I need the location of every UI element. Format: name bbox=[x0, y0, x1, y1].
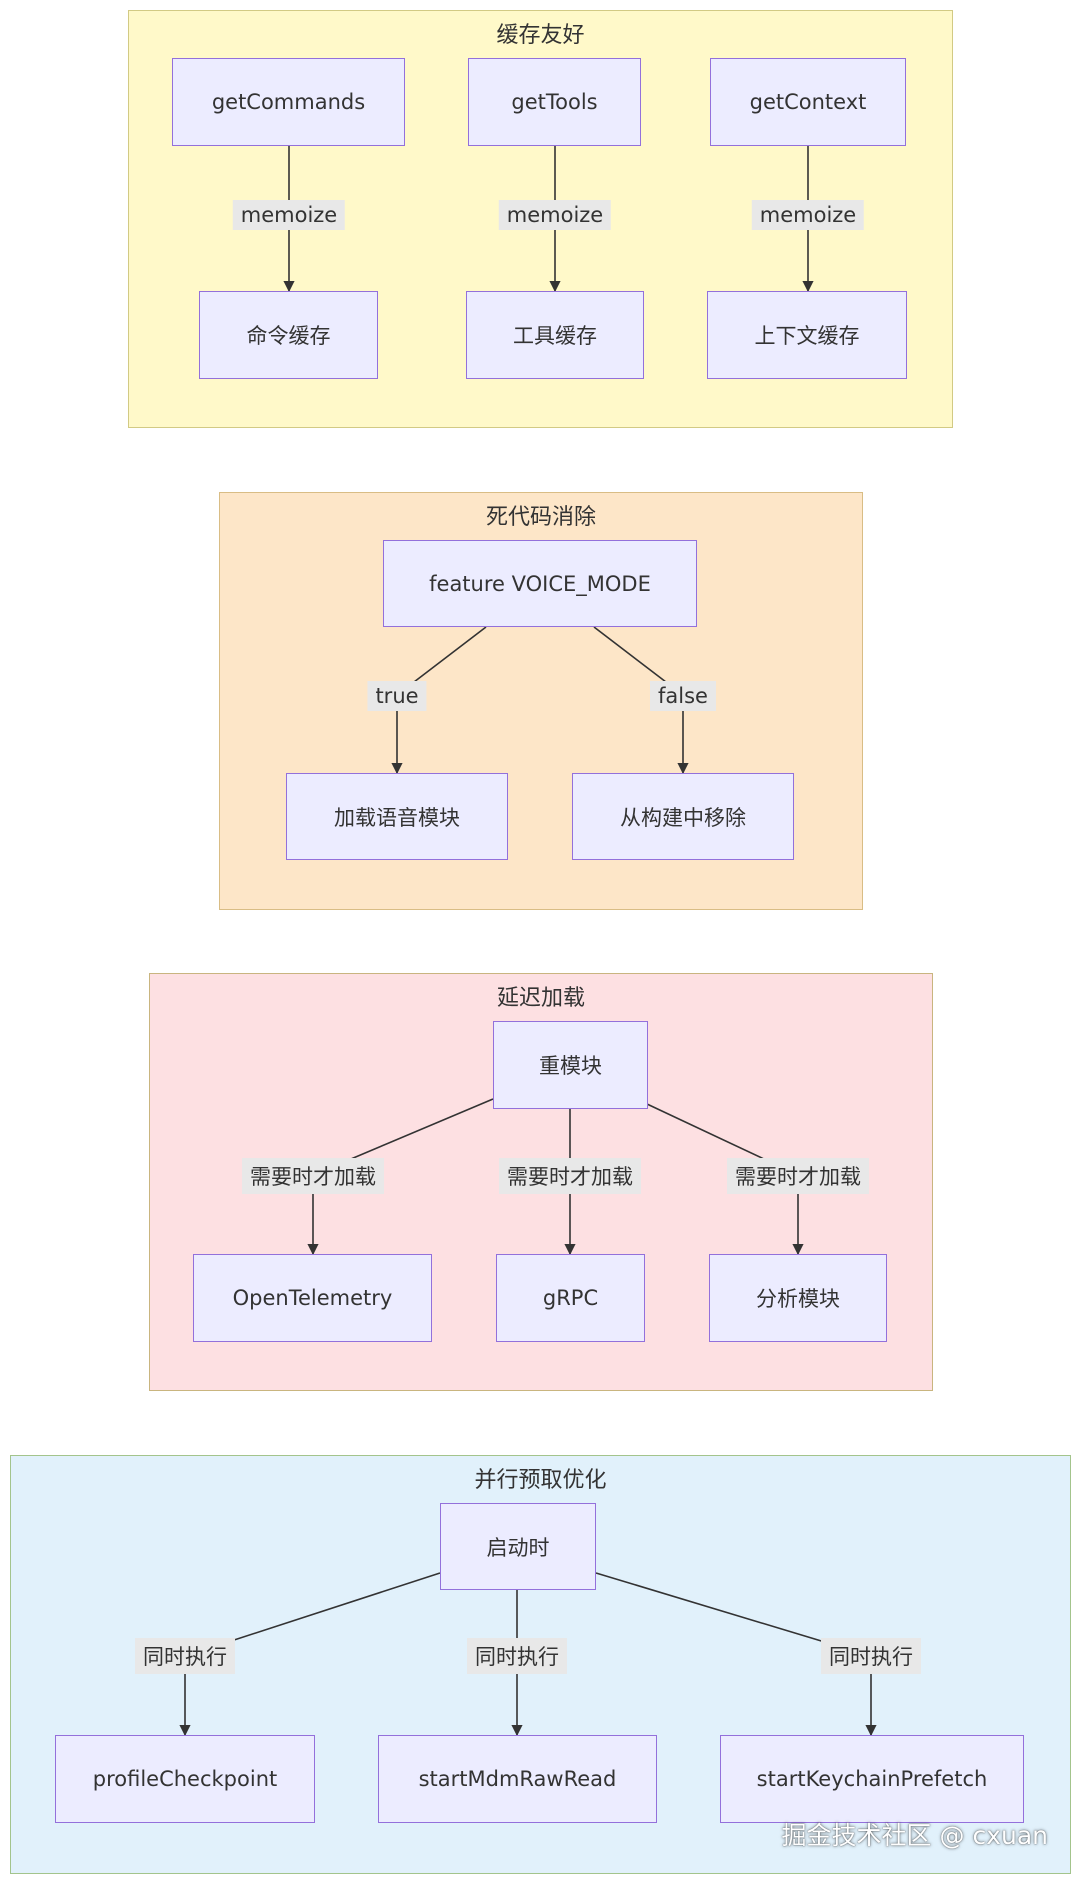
edge-label-memoize: memoize bbox=[232, 200, 346, 230]
edge-label-load-on-demand: 需要时才加载 bbox=[242, 1158, 384, 1194]
node-feature-voice-mode: feature VOICE_MODE bbox=[383, 540, 697, 627]
node-startup: 启动时 bbox=[440, 1503, 596, 1590]
node-heavy-module: 重模块 bbox=[493, 1021, 648, 1109]
cluster-title: 死代码消除 bbox=[485, 505, 596, 530]
watermark: 掘金技术社区 @ cxuan bbox=[781, 1821, 1048, 1850]
node-grpc: gRPC bbox=[496, 1254, 645, 1342]
edge-label-load-on-demand: 需要时才加载 bbox=[727, 1158, 869, 1194]
node-get-commands: getCommands bbox=[172, 58, 405, 146]
edge-label-memoize: memoize bbox=[498, 200, 612, 230]
node-get-tools: getTools bbox=[468, 58, 641, 146]
cluster-title: 缓存友好 bbox=[496, 23, 585, 48]
cluster-title: 并行预取优化 bbox=[474, 1468, 607, 1493]
cluster-title: 延迟加载 bbox=[496, 986, 585, 1011]
node-start-keychain-prefetch: startKeychainPrefetch bbox=[720, 1735, 1024, 1823]
edge-label-run-concurrently: 同时执行 bbox=[821, 1638, 921, 1674]
edge-label-false: false bbox=[650, 681, 716, 711]
node-command-cache: 命令缓存 bbox=[199, 291, 378, 379]
node-remove-from-build: 从构建中移除 bbox=[572, 773, 794, 860]
node-analytics-module: 分析模块 bbox=[709, 1254, 887, 1342]
edge-label-load-on-demand: 需要时才加载 bbox=[499, 1158, 641, 1194]
edge-label-memoize: memoize bbox=[751, 200, 865, 230]
node-load-voice-module: 加载语音模块 bbox=[286, 773, 508, 860]
edge-label-run-concurrently: 同时执行 bbox=[135, 1638, 235, 1674]
node-tool-cache: 工具缓存 bbox=[466, 291, 644, 379]
node-profile-checkpoint: profileCheckpoint bbox=[55, 1735, 315, 1823]
node-start-mdm-raw-read: startMdmRawRead bbox=[378, 1735, 657, 1823]
node-context-cache: 上下文缓存 bbox=[707, 291, 907, 379]
node-get-context: getContext bbox=[710, 58, 906, 146]
node-opentelemetry: OpenTelemetry bbox=[193, 1254, 432, 1342]
edge-label-run-concurrently: 同时执行 bbox=[467, 1638, 567, 1674]
edge-label-true: true bbox=[367, 681, 427, 711]
